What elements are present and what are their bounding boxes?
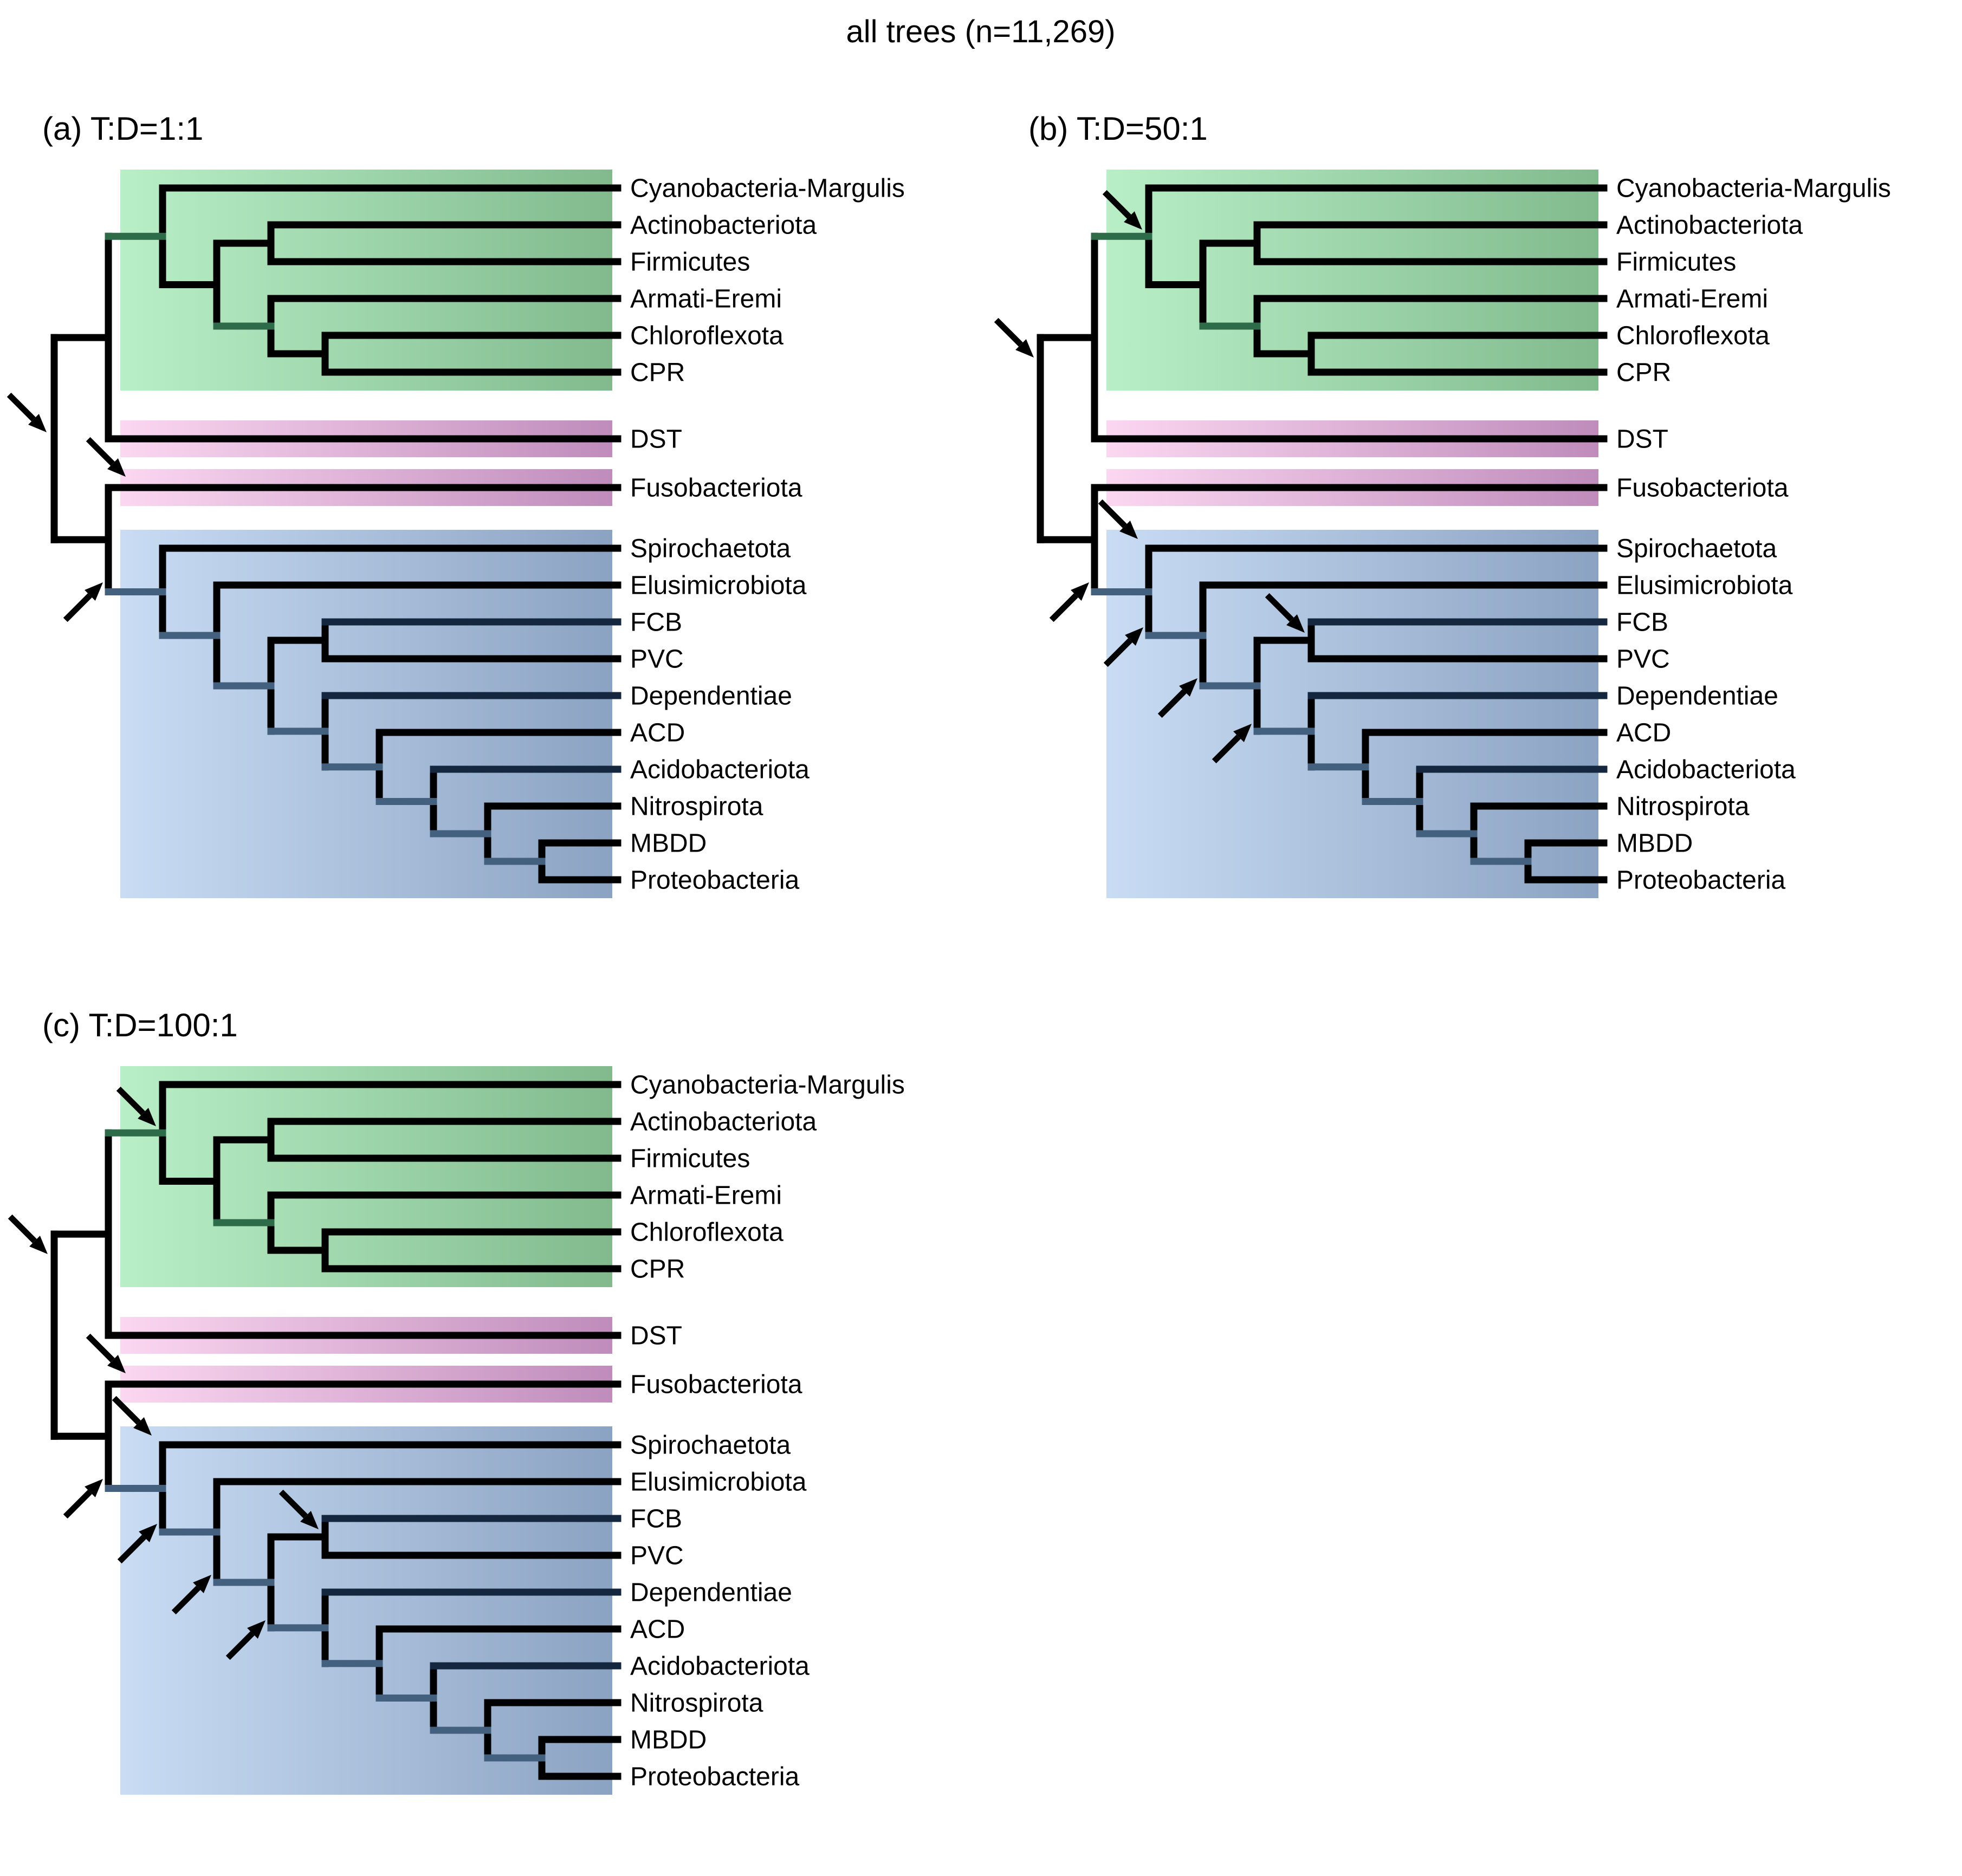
- tip-label-actinobacteriota: Actinobacteriota: [630, 1108, 817, 1137]
- figure-title: all trees (n=11,269): [846, 14, 1115, 49]
- clade-box-gracilicutes: [120, 1426, 612, 1795]
- tip-label-chloroflexota: Chloroflexota: [1616, 322, 1770, 350]
- tip-label-mbdd: MBDD: [630, 829, 707, 858]
- tip-label-cyanobacteria-margulis: Cyanobacteria-Margulis: [630, 1071, 905, 1100]
- tip-label-acd: ACD: [1616, 719, 1671, 748]
- arrow-terrabacteria-stem: [116, 1086, 156, 1126]
- tip-label-dst: DST: [630, 1322, 682, 1351]
- arrow-root-branch: [7, 392, 47, 432]
- tip-label-firmicutes: Firmicutes: [1616, 248, 1736, 277]
- tree-branches: [50, 184, 621, 884]
- tree-branches: [50, 1081, 621, 1780]
- panel-b: (b) T:D=50:1Cyanobacteria-MargulisActino…: [994, 111, 1891, 898]
- tip-label-spirochaetota: Spirochaetota: [1616, 535, 1777, 563]
- tip-label-chloroflexota: Chloroflexota: [630, 1218, 783, 1247]
- arrow-gracilicutes-stem: [1049, 582, 1089, 622]
- tip-label-armati-eremi: Armati-Eremi: [630, 1182, 782, 1210]
- arrow-fusobacteriota-branch: [86, 1333, 126, 1373]
- arrow-fcb-clade-node: [1157, 678, 1197, 718]
- tip-label-elusimicrobiota: Elusimicrobiota: [1616, 572, 1793, 600]
- tip-label-cpr: CPR: [630, 359, 685, 387]
- arrow-dependentiae-node: [1212, 724, 1252, 764]
- tip-label-mbdd: MBDD: [1616, 829, 1693, 858]
- tip-label-acidobacteriota: Acidobacteriota: [630, 1652, 810, 1681]
- panel-label-c: (c) T:D=100:1: [42, 1007, 238, 1043]
- tip-label-nitrospirota: Nitrospirota: [630, 1689, 763, 1718]
- arrow-gracilicutes-stem: [63, 1479, 103, 1519]
- tip-label-pvc: PVC: [1616, 645, 1670, 674]
- tip-label-nitrospirota: Nitrospirota: [630, 793, 763, 821]
- tree-branches: [1037, 184, 1608, 884]
- arrow-elusimicrobiota-node: [1103, 627, 1143, 667]
- arrow-root-branch: [8, 1214, 48, 1254]
- tip-label-nitrospirota: Nitrospirota: [1616, 793, 1750, 821]
- tip-label-fcb: FCB: [1616, 608, 1668, 637]
- tip-label-actinobacteriota: Actinobacteriota: [1616, 211, 1803, 240]
- arrow-spirochaetota-node: [112, 1395, 152, 1436]
- tip-label-fcb: FCB: [630, 608, 682, 637]
- tip-label-armati-eremi: Armati-Eremi: [1616, 285, 1768, 314]
- tip-label-cyanobacteria-margulis: Cyanobacteria-Margulis: [1616, 174, 1891, 203]
- tip-label-fusobacteriota: Fusobacteriota: [630, 474, 802, 503]
- panel-label-b: (b) T:D=50:1: [1028, 111, 1208, 147]
- tip-label-chloroflexota: Chloroflexota: [630, 322, 783, 350]
- panel-a: (a) T:D=1:1Cyanobacteria-MargulisActinob…: [7, 111, 905, 898]
- tip-label-acd: ACD: [630, 719, 685, 748]
- tip-label-fusobacteriota: Fusobacteriota: [630, 1371, 802, 1399]
- arrow-fcb-pvc-node: [279, 1489, 319, 1529]
- tip-label-firmicutes: Firmicutes: [630, 1145, 750, 1173]
- clade-box-terrabacteria: [120, 1066, 612, 1287]
- tip-label-pvc: PVC: [630, 1542, 684, 1570]
- tip-label-dependentiae: Dependentiae: [1616, 682, 1778, 711]
- tip-label-dependentiae: Dependentiae: [630, 1579, 792, 1607]
- tip-label-proteobacteria: Proteobacteria: [630, 1763, 799, 1791]
- tip-label-actinobacteriota: Actinobacteriota: [630, 211, 817, 240]
- tip-label-fusobacteriota: Fusobacteriota: [1616, 474, 1789, 503]
- panel-c: (c) T:D=100:1Cyanobacteria-MargulisActin…: [8, 1007, 905, 1795]
- arrow-spirochaetota-node: [1098, 499, 1138, 539]
- tip-label-spirochaetota: Spirochaetota: [630, 535, 791, 563]
- tip-label-mbdd: MBDD: [630, 1726, 707, 1755]
- tip-label-acd: ACD: [630, 1615, 685, 1644]
- tip-label-proteobacteria: Proteobacteria: [1616, 866, 1785, 895]
- clade-box-terrabacteria: [1106, 170, 1598, 391]
- tip-label-fcb: FCB: [630, 1505, 682, 1534]
- clade-box-gracilicutes: [1106, 530, 1598, 898]
- tip-label-firmicutes: Firmicutes: [630, 248, 750, 277]
- clade-box-terrabacteria: [120, 170, 612, 391]
- arrow-elusimicrobiota-node: [117, 1524, 157, 1564]
- tip-label-cpr: CPR: [630, 1255, 685, 1284]
- arrow-dependentiae-node: [225, 1620, 266, 1660]
- tip-label-cyanobacteria-margulis: Cyanobacteria-Margulis: [630, 174, 905, 203]
- tip-label-armati-eremi: Armati-Eremi: [630, 285, 782, 314]
- tip-label-dst: DST: [1616, 425, 1668, 454]
- tip-label-elusimicrobiota: Elusimicrobiota: [630, 1468, 807, 1497]
- tip-label-cpr: CPR: [1616, 359, 1671, 387]
- arrow-root-branch: [994, 317, 1034, 358]
- clade-box-gracilicutes: [120, 530, 612, 898]
- tip-label-pvc: PVC: [630, 645, 684, 674]
- tip-label-acidobacteriota: Acidobacteriota: [630, 756, 810, 784]
- tip-label-dependentiae: Dependentiae: [630, 682, 792, 711]
- arrow-terrabacteria-stem: [1102, 190, 1142, 230]
- tip-label-proteobacteria: Proteobacteria: [630, 866, 799, 895]
- tip-label-spirochaetota: Spirochaetota: [630, 1431, 791, 1460]
- arrow-fcb-clade-node: [171, 1575, 211, 1615]
- arrow-fusobacteriota-branch: [86, 437, 126, 477]
- tip-label-acidobacteriota: Acidobacteriota: [1616, 756, 1796, 784]
- tip-label-dst: DST: [630, 425, 682, 454]
- arrow-fcb-pvc-node: [1265, 593, 1305, 633]
- panel-label-a: (a) T:D=1:1: [42, 111, 203, 147]
- arrow-gracilicutes-stem: [63, 582, 103, 622]
- tip-label-elusimicrobiota: Elusimicrobiota: [630, 572, 807, 600]
